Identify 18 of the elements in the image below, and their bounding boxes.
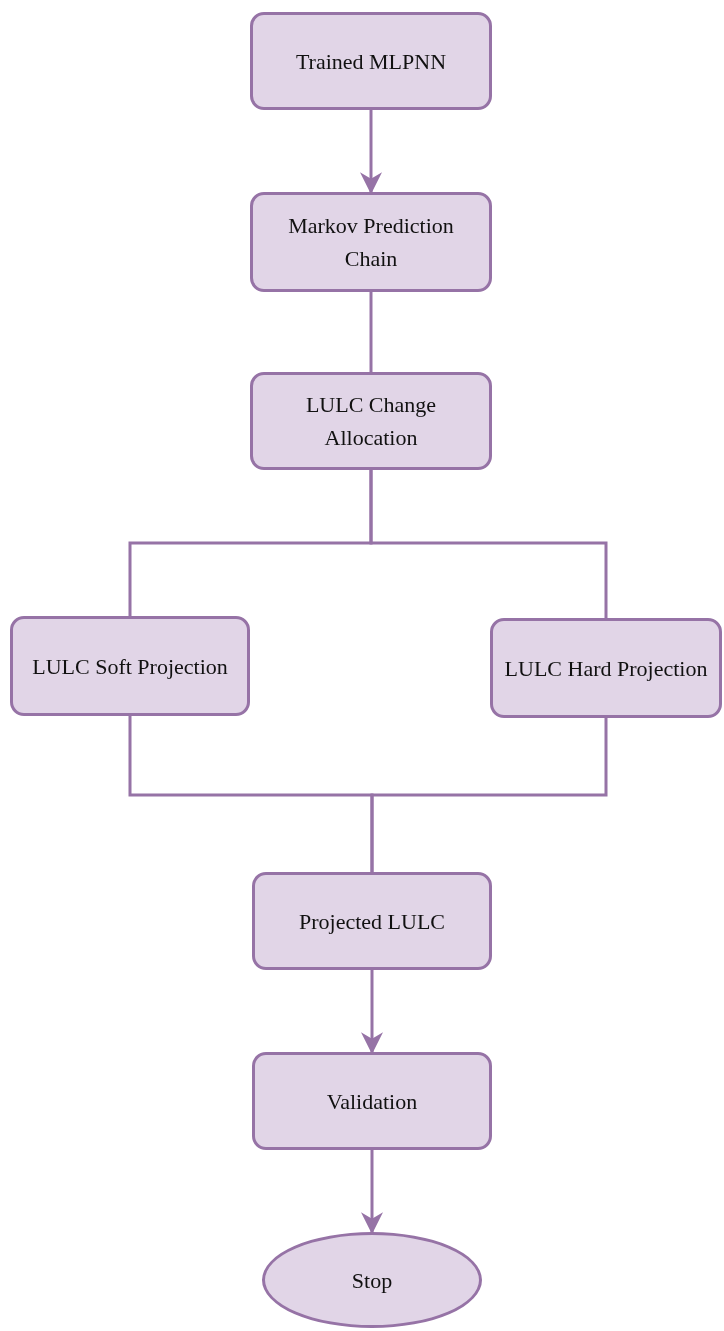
process-box	[250, 372, 492, 470]
node-label: Projected LULC	[299, 907, 445, 936]
process-box	[252, 872, 492, 970]
node-label: LULC Change Allocation	[304, 391, 438, 452]
node-label: Trained MLPNN	[295, 47, 447, 76]
process-box	[250, 192, 492, 292]
connector-line	[369, 292, 373, 372]
node-label: Markov Prediction Chain	[287, 212, 455, 273]
process-box	[10, 616, 250, 716]
process-box	[252, 1052, 492, 1150]
connector-line	[370, 718, 608, 872]
node-label: LULC Soft Projection	[32, 652, 228, 681]
node-label: LULC Hard Projection	[504, 654, 708, 683]
connector-line	[369, 470, 608, 618]
process-box	[250, 12, 492, 110]
node-label: Stop	[351, 1266, 393, 1295]
process-box	[490, 618, 722, 718]
node-label: Validation	[326, 1087, 418, 1116]
